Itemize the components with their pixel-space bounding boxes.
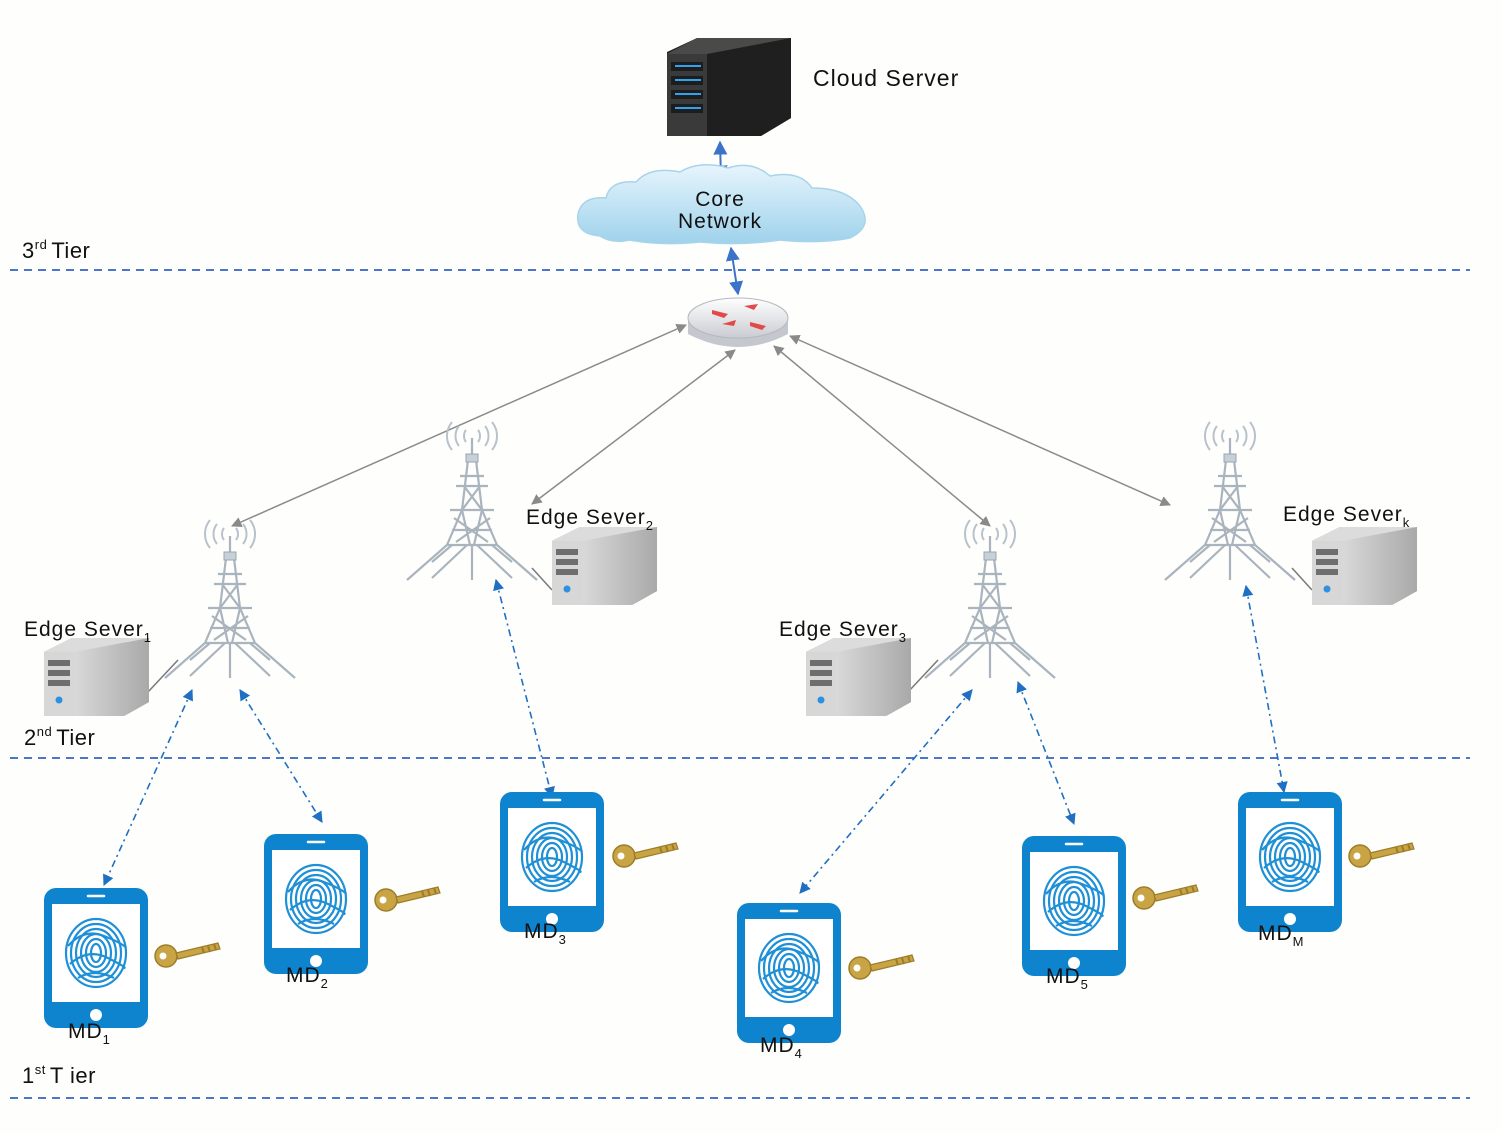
key-icon-4 <box>848 954 915 980</box>
key-icon-3 <box>612 842 679 868</box>
smartphone-icon-2 <box>262 832 370 976</box>
smartphone-icon-4 <box>735 901 843 1045</box>
core-network-label-line2: Network <box>678 210 762 233</box>
tower-server-icon-3 <box>806 638 911 716</box>
md-label-5: MD5 <box>1046 965 1089 992</box>
edge-3-connector <box>907 659 939 693</box>
link-router-edge-k <box>789 335 1171 506</box>
rack-server-icon <box>667 38 791 136</box>
link-md5-edge3 <box>1016 680 1076 826</box>
edge-server-label-2: Edge Sever2 <box>526 506 654 533</box>
smartphone-icon-5 <box>1020 834 1128 978</box>
cloud-icon <box>576 164 866 245</box>
cell-tower-icon-k <box>1163 420 1297 582</box>
link-mdm-edgek <box>1242 584 1288 794</box>
key-icon-5 <box>1132 884 1199 910</box>
cell-tower-icon-2 <box>405 420 539 582</box>
tower-server-icon-1 <box>44 638 149 716</box>
edge-server-label-1: Edge Sever1 <box>24 618 152 645</box>
link-router-edge-1 <box>231 324 687 527</box>
md-label-4: MD4 <box>760 1034 803 1061</box>
cloud-server-label: Cloud Server <box>813 65 959 91</box>
tower-server-icon-k <box>1312 527 1417 605</box>
md-label-m: MDM <box>1258 922 1305 949</box>
link-core-router <box>725 246 744 296</box>
core-network-label-line1: Core <box>695 188 745 211</box>
access-links <box>103 578 1288 894</box>
key-icon-2 <box>374 886 441 912</box>
edge-server-label-3: Edge Sever3 <box>779 618 907 645</box>
key-icon-m <box>1348 842 1415 868</box>
edge-k-connector <box>1291 567 1313 591</box>
link-router-edge-3 <box>773 345 991 527</box>
cell-tower-icon-3 <box>923 518 1057 680</box>
link-router-edge-2 <box>531 349 736 505</box>
key-icon-1 <box>154 942 221 968</box>
cell-tower-icon-1 <box>163 518 297 680</box>
tower-server-icon-2 <box>552 527 657 605</box>
router-icon <box>687 297 789 347</box>
link-md1-edge1 <box>103 688 193 887</box>
link-md2-edge1 <box>239 689 323 823</box>
link-md3-edge2 <box>493 578 555 799</box>
link-md4-edge3 <box>799 689 973 894</box>
smartphone-icon-3 <box>498 790 606 934</box>
edge-1-connector <box>147 659 179 693</box>
md-label-3: MD3 <box>524 920 567 947</box>
edge-server-label-k: Edge Severk <box>1283 503 1410 530</box>
smartphone-icon-1 <box>42 886 150 1030</box>
md-label-1: MD1 <box>68 1020 111 1047</box>
md-label-2: MD2 <box>286 964 329 991</box>
backbone-links <box>231 324 1171 527</box>
smartphone-icon-m <box>1236 790 1344 934</box>
